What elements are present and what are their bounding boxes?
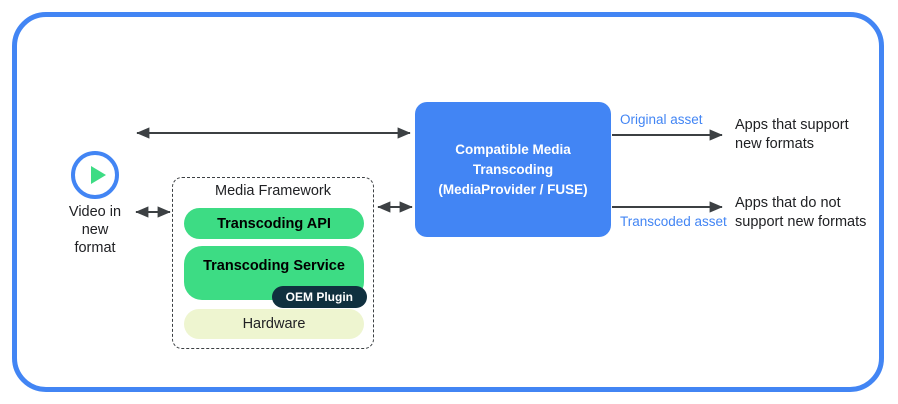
oem-plugin-badge[interactable]: OEM Plugin <box>271 286 367 308</box>
layer-transcoding-service-label: Transcoding Service <box>203 258 345 274</box>
destination-apps-nosupport-line-1: Apps that do not <box>735 195 841 211</box>
layer-transcoding-service[interactable]: Transcoding Service OEM Plugin <box>184 246 367 308</box>
destination-apps-support-line-2: new formats <box>735 136 814 152</box>
layer-hardware-label: Hardware <box>242 316 306 332</box>
media-framework-title: Media Framework <box>214 183 332 199</box>
flow-label-original-asset: Original asset <box>620 112 703 127</box>
cmt-line-3: (MediaProvider / FUSE) <box>438 181 588 197</box>
cmt-line-2: Transcoding <box>472 161 554 177</box>
play-circle-icon <box>71 151 119 199</box>
video-caption-line-1: Video in <box>68 204 122 220</box>
layer-transcoding-api[interactable]: Transcoding API <box>184 208 364 239</box>
cmt-node-text: Compatible Media Transcoding (MediaProvi… <box>438 140 587 200</box>
video-caption-line-2: new <box>81 222 109 238</box>
compatible-media-transcoding-node[interactable]: Compatible Media Transcoding (MediaProvi… <box>415 102 611 237</box>
destination-apps-nosupport-line-2: support new formats <box>735 214 867 230</box>
cmt-line-1: Compatible Media <box>455 141 571 157</box>
destination-apps-support: Apps that support new formats <box>735 116 849 154</box>
destination-apps-support-line-1: Apps that support <box>735 117 849 133</box>
play-triangle-icon <box>91 166 106 184</box>
video-source-caption: Video in new format <box>46 203 144 257</box>
layer-hardware[interactable]: Hardware <box>184 309 364 339</box>
destination-apps-nosupport: Apps that do not support new formats <box>735 194 866 232</box>
media-framework-group: Media Framework Transcoding API Transcod… <box>172 177 374 349</box>
flow-label-transcoded-asset: Transcoded asset <box>620 214 727 229</box>
layer-transcoding-api-label: Transcoding API <box>217 215 331 232</box>
video-caption-line-3: format <box>74 240 116 256</box>
